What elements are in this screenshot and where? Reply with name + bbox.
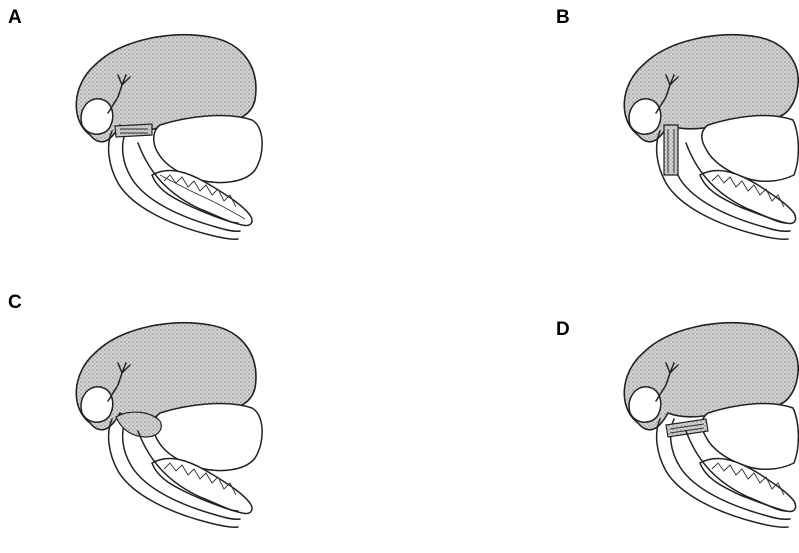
anatomy-diagram-b (608, 25, 798, 250)
panel-a: A (0, 0, 399, 276)
panel-label-c: C (8, 293, 22, 312)
anatomy-diagram-d (608, 313, 798, 538)
panel-label-a: A (8, 8, 22, 27)
panel-b: B (400, 0, 799, 276)
anatomy-diagram-a (60, 25, 280, 250)
panel-d: D (400, 276, 799, 553)
anatomy-diagram-c (60, 313, 280, 538)
panel-label-d: D (556, 320, 570, 339)
panel-label-b: B (556, 8, 570, 27)
panel-c: C (0, 276, 399, 553)
